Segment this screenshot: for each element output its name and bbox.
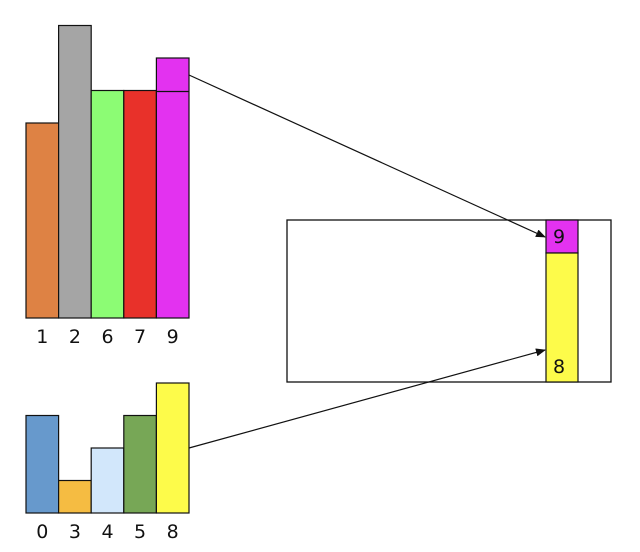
- bottom-bar-8: [155, 382, 190, 514]
- top-bar-2: [57, 24, 92, 319]
- top-bar-label-2: 2: [69, 326, 81, 348]
- arrow-top-to-merged: [188, 74, 546, 238]
- top-bar-label-7: 7: [134, 326, 146, 348]
- bottom-bar-label-4: 4: [101, 521, 113, 543]
- top-bar-label-9: 9: [167, 326, 179, 348]
- top-bar-label-1: 1: [36, 326, 48, 348]
- bottom-bar-5: [123, 414, 158, 514]
- bottom-bar-0: [25, 414, 60, 514]
- merged-bar-top-label: 9: [553, 226, 565, 248]
- bottom-bar-label-8: 8: [167, 521, 179, 543]
- bottom-bar-label-5: 5: [134, 521, 146, 543]
- top-bar-7: [123, 89, 158, 319]
- bottom-bar-label-3: 3: [69, 521, 81, 543]
- merged-bar-top-segment: [545, 219, 579, 254]
- arrow-bottom-to-merged: [188, 348, 546, 449]
- merged-bar-bottom-segment: [545, 252, 579, 383]
- bottom-bar-3: [57, 479, 92, 514]
- merge-container-box: [286, 219, 612, 383]
- top-bar-1: [25, 122, 60, 319]
- top-bar-9: [155, 57, 190, 319]
- bottom-bar-4: [90, 447, 125, 514]
- top-bar-label-6: 6: [101, 326, 113, 348]
- bottom-bar-label-0: 0: [36, 521, 48, 543]
- merged-bar-bottom-label: 8: [553, 356, 565, 378]
- top-bar-6: [90, 89, 125, 319]
